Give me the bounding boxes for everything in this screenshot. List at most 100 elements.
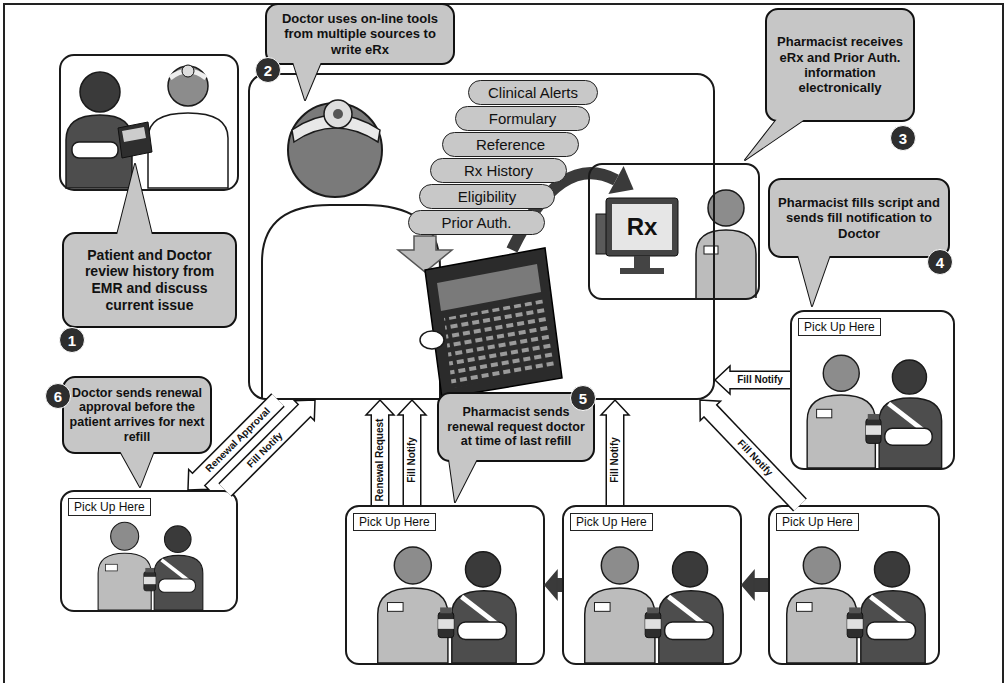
callout-number: 1 (59, 327, 85, 353)
pickup-sign: Pick Up Here (570, 513, 653, 531)
consult-panel (60, 55, 238, 190)
callout-bubble: Pharmacist sends renewal request doctor … (437, 392, 595, 462)
bubble-tail (293, 62, 321, 100)
callout-text: Doctor sends renewal approval before the… (69, 386, 205, 445)
callout-bubble: Patient and Doctor review history from E… (62, 232, 237, 328)
mirror-center (333, 109, 343, 119)
arrow-outline (199, 400, 278, 479)
doctor-head (168, 66, 208, 106)
arrow-head (715, 366, 730, 394)
arrow-shaft (754, 578, 768, 592)
arm-sling (72, 142, 118, 158)
arrow-fill (372, 413, 388, 505)
tool-name: Prior Auth. (441, 214, 511, 231)
arrow-head (700, 400, 720, 421)
bubble-body (438, 393, 594, 461)
monitor (606, 198, 678, 256)
head-mirror (182, 65, 194, 77)
monitor-screen (612, 204, 672, 250)
bubble-joint (798, 255, 830, 306)
bubble-tail (117, 164, 152, 235)
callout-text: Pharmacist fills script and sends fill n… (775, 195, 943, 241)
callout-text: Pharmacist sends renewal request doctor … (444, 405, 588, 449)
pickup-scene (98, 522, 203, 610)
arrow-head (188, 469, 209, 490)
callout-number: 3 (890, 125, 916, 151)
pickup-panel: Pick Up Here (345, 505, 545, 665)
pickup-panel: Pick Up Here (60, 490, 238, 612)
arrow-fill (225, 409, 306, 490)
flow-arrow (398, 400, 426, 505)
bubble-body (63, 377, 211, 453)
bubble-body (266, 4, 454, 64)
pickup-scene (807, 355, 941, 468)
monitor-base (620, 268, 664, 274)
arrow-label: Fill Notify (610, 437, 620, 483)
tool-name: Clinical Alerts (488, 84, 578, 101)
arrow-head (366, 400, 394, 415)
bubble-joint (117, 164, 152, 235)
callout-bubble: Pharmacist fills script and sends fill n… (768, 178, 950, 258)
sign-holder: Pick Up Here (776, 513, 859, 531)
tool-pill: Eligibility (419, 184, 555, 209)
arrow-outline (371, 415, 390, 505)
callout-number: 6 (45, 383, 71, 409)
arrow-head (742, 571, 754, 599)
erx-device (425, 248, 562, 398)
head-mirror (324, 100, 352, 128)
sign-holder: Pick Up Here (68, 498, 151, 516)
doctor-body (262, 205, 440, 399)
tool-name: Eligibility (458, 188, 516, 205)
callout-text: Pharmacist receives eRx and Prior Auth. … (772, 34, 908, 95)
arrow-outline (605, 415, 624, 505)
arrow-fill (404, 413, 420, 505)
bubble-tail (120, 451, 154, 487)
arrow-fill (197, 400, 278, 481)
callout-number: 4 (927, 249, 953, 275)
pickup-sign: Pick Up Here (776, 513, 859, 531)
arrow-fill (728, 372, 790, 388)
flow-arrow (742, 571, 768, 599)
arrow-head (398, 400, 426, 415)
doctor-body (148, 113, 228, 188)
pickup-scene (787, 547, 925, 663)
arrow-outline (403, 415, 422, 505)
flow-arrow (715, 366, 790, 394)
outer-frame (4, 4, 1003, 683)
flow-arrow (700, 400, 800, 505)
callout-bubble: Doctor uses on-line tools from multiple … (265, 3, 455, 65)
pickup-panel: Pick Up Here (790, 310, 955, 470)
arrow-outline (710, 411, 800, 505)
bubble-tail (449, 459, 477, 502)
tablet (118, 122, 152, 158)
callout-bubble: Doctor sends renewal approval before the… (62, 376, 212, 454)
text-holder: Doctor uses on-line tools from multiple … (265, 3, 455, 65)
flow-arrow (601, 400, 629, 505)
tool-pill: Prior Auth. (408, 210, 545, 235)
pharmacist-body (696, 230, 756, 298)
text-holder: Doctor sends renewal approval before the… (62, 376, 212, 454)
arrow-head (601, 400, 629, 415)
tool-name: Formulary (489, 110, 557, 127)
tablet-screen (122, 127, 146, 142)
callout-text: Doctor uses on-line tools from multiple … (272, 11, 448, 57)
callout-text: Patient and Doctor review history from E… (69, 247, 230, 313)
arrow-label: Fill Notify (737, 375, 783, 385)
doctor-head (288, 103, 382, 197)
pickup-panel: Pick Up Here (768, 505, 940, 665)
arrow-label: Fill Notify (736, 438, 775, 478)
flow-arrow (225, 400, 315, 490)
callout-number: 2 (255, 57, 281, 83)
sign-holder: Pick Up Here (353, 513, 436, 531)
monitor-stand (634, 256, 650, 268)
arrow-head (295, 400, 316, 421)
bubble-body (766, 9, 914, 121)
bubble-body (63, 233, 236, 327)
tool-name: Reference (476, 136, 545, 153)
sign-holder: Pick Up Here (570, 513, 653, 531)
bubble-body (769, 179, 949, 257)
bubble-joint (745, 119, 805, 160)
text-holder: Pharmacist fills script and sends fill n… (768, 178, 950, 258)
